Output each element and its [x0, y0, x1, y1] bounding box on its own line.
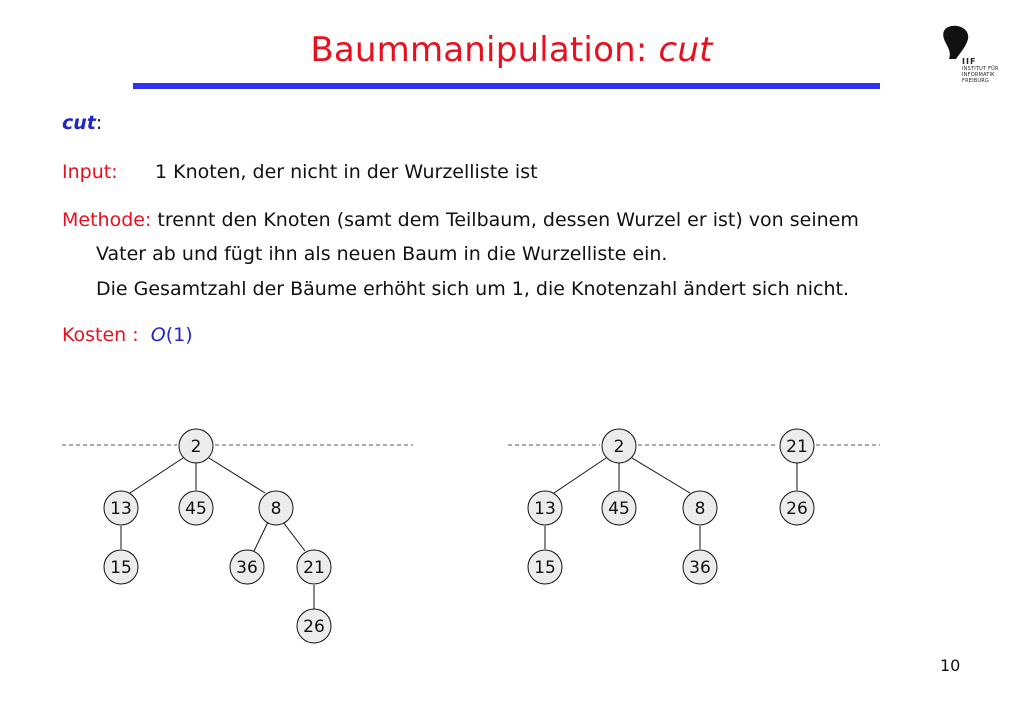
node-label: 26: [303, 617, 325, 637]
tree-node: [779, 490, 815, 526]
tree-node: [682, 549, 718, 585]
logo-caption: IIF INSTITUT FÜR INFORMATIK FREIBURG: [962, 57, 999, 85]
tree-node: [178, 490, 214, 526]
iif-logo-icon: [943, 25, 969, 59]
tree-node: [103, 549, 139, 585]
title-emph: cut: [658, 30, 713, 70]
cut-word: cut: [62, 112, 96, 134]
tree-edge: [553, 457, 607, 494]
node-label: 15: [534, 558, 556, 578]
node-label: 45: [185, 499, 207, 519]
tree-node: [527, 490, 563, 526]
node-label: 2: [614, 437, 625, 457]
method-line-2: Vater ab und fügt ihn als neuen Baum in …: [96, 243, 668, 265]
logo-line-4: FREIBURG: [962, 78, 990, 84]
tree-node: [178, 428, 214, 464]
cost-label: Kosten :: [62, 324, 139, 346]
tree-node: [527, 549, 563, 585]
logo-line-2: INSTITUT FÜR: [962, 66, 999, 72]
node-label: 21: [786, 437, 808, 457]
tree-before: 2 13 45 8 15 36 21 26: [62, 428, 413, 644]
node-label: 26: [786, 499, 808, 519]
method-line-3: Die Gesamtzahl der Bäume erhöht sich um …: [96, 278, 850, 300]
node-label: 15: [110, 558, 132, 578]
tree-node: [296, 608, 332, 644]
node-label: 36: [689, 558, 711, 578]
tree-node: [601, 490, 637, 526]
cost-line: Kosten : O(1): [62, 324, 193, 346]
logo-iif: IIF: [962, 57, 977, 66]
method-line-1: Methode: trennt den Knoten (samt dem Tei…: [62, 209, 859, 231]
page-number: 10: [940, 656, 961, 675]
tree-node: [779, 428, 815, 464]
input-text: 1 Knoten, der nicht in der Wurzelliste i…: [155, 161, 538, 183]
node-label: 45: [608, 499, 630, 519]
tree-node: [103, 490, 139, 526]
tree-node: [601, 428, 637, 464]
slide-title: Baummanipulation: cut: [0, 30, 1023, 70]
method-label: Methode:: [62, 209, 152, 231]
tree-node: [229, 549, 265, 585]
cut-heading: cut:: [62, 112, 102, 134]
node-label: 36: [236, 558, 258, 578]
tree-edge: [631, 457, 691, 494]
node-label: 8: [695, 499, 706, 519]
tree-edge: [282, 521, 306, 552]
tree-edge: [208, 457, 266, 494]
cost-value: O(1): [150, 324, 193, 346]
title-underline: [133, 83, 880, 89]
tree-node: [682, 490, 718, 526]
tree-edge: [129, 457, 184, 494]
node-label: 13: [534, 499, 556, 519]
tree-node: [258, 490, 294, 526]
tree-after: 2 13 45 8 15 36 21 26: [508, 428, 880, 585]
tree-node: [296, 549, 332, 585]
cut-colon: :: [95, 112, 103, 134]
input-label: Input:: [62, 161, 118, 183]
title-main: Baummanipulation:: [310, 30, 659, 70]
node-label: 8: [271, 499, 282, 519]
tree-edge: [253, 521, 269, 552]
logo-line-3: INFORMATIK: [962, 72, 995, 78]
method-text-1: trennt den Knoten (samt dem Teilbaum, de…: [157, 209, 859, 231]
node-label: 13: [110, 499, 132, 519]
node-label: 21: [303, 558, 325, 578]
node-label: 2: [191, 437, 202, 457]
